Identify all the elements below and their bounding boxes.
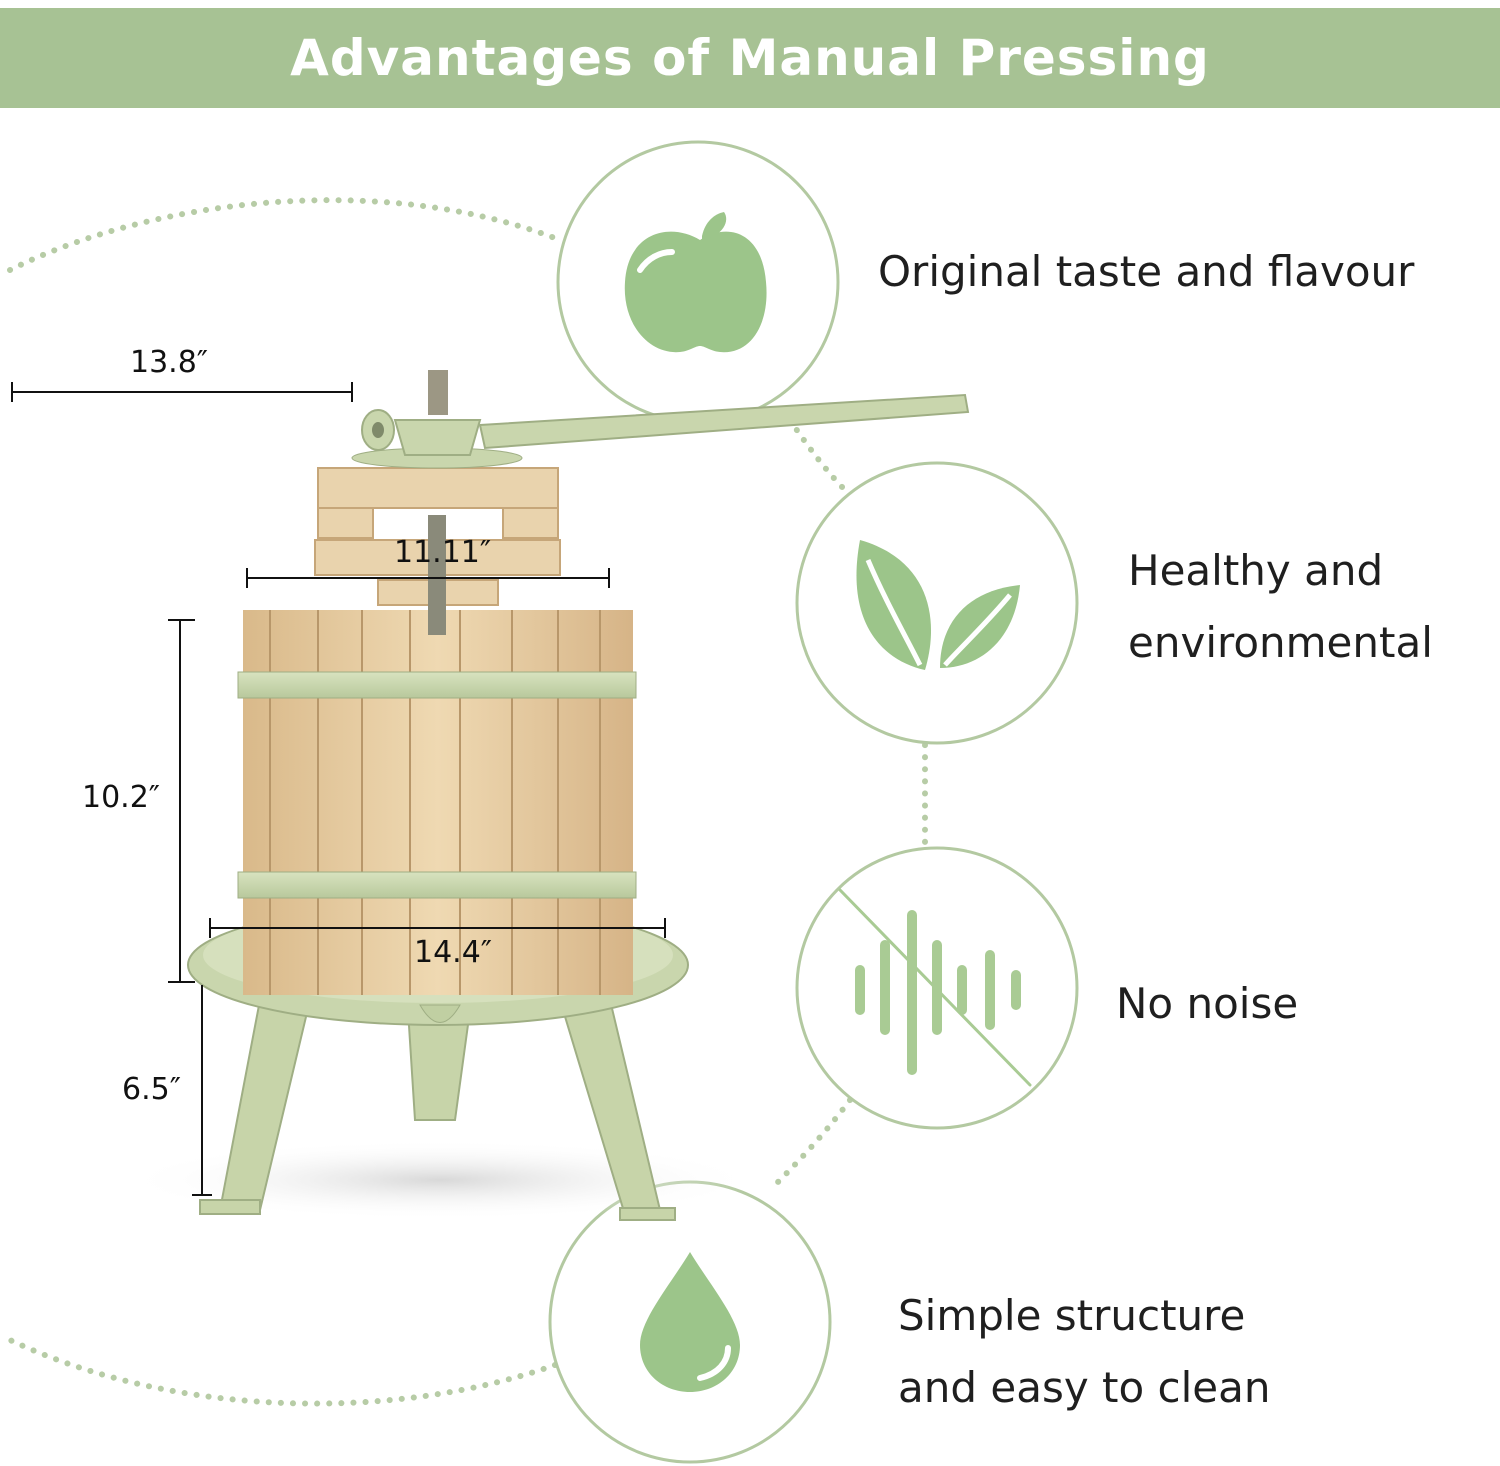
feature-text-healthy-line1: Healthy and xyxy=(1128,546,1384,595)
dimension-lines xyxy=(11,382,666,1196)
header-banner: Advantages of Manual Pressing xyxy=(0,8,1500,108)
dimension-barrel-height: 10.2″ xyxy=(82,780,161,815)
feature-text-healthy-line2: environmental xyxy=(1128,618,1433,667)
leaves-icon xyxy=(856,540,1020,670)
press-screw xyxy=(428,515,446,635)
water-drop-icon xyxy=(640,1252,740,1392)
barrel xyxy=(237,610,637,995)
press-handle xyxy=(351,370,970,469)
no-sound-icon xyxy=(838,888,1032,1087)
feature-text-clean-line1: Simple structure xyxy=(898,1291,1246,1340)
dotted-connector xyxy=(7,197,928,1407)
feature-text-taste: Original taste and flavour xyxy=(878,247,1415,296)
feature-text-noise: No noise xyxy=(1116,979,1299,1028)
floor-shadow xyxy=(120,1140,760,1220)
apple-icon xyxy=(624,212,767,353)
dimension-top-width: 11.11″ xyxy=(394,535,492,570)
press-legs xyxy=(199,999,676,1221)
page-title: Advantages of Manual Pressing xyxy=(290,29,1210,87)
dimension-handle-length: 13.8″ xyxy=(130,345,209,380)
dimension-leg-height: 6.5″ xyxy=(122,1072,181,1107)
feature-circle-healthy xyxy=(795,461,1079,745)
feature-text-clean-line2: and easy to clean xyxy=(898,1363,1271,1412)
dimension-tray-diameter: 14.4″ xyxy=(414,935,493,970)
